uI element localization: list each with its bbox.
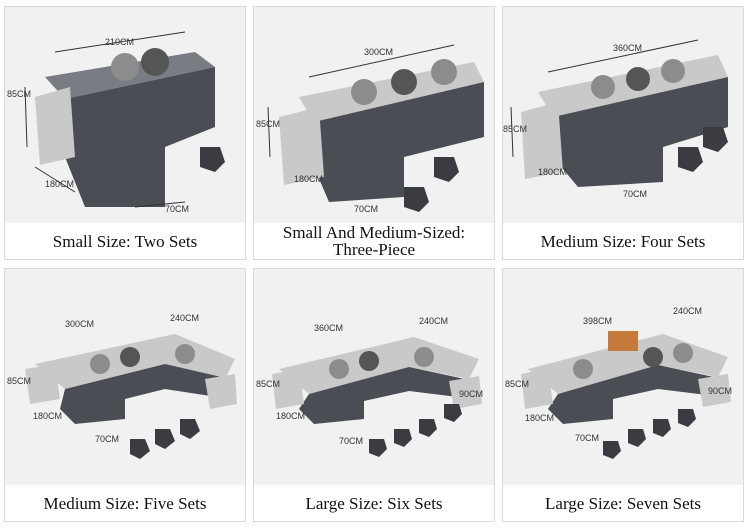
dim-width: 300CM (65, 319, 94, 329)
dim-depth: 180CM (45, 179, 74, 189)
dim-width: 210CM (105, 37, 134, 47)
dim-height: 85CM (505, 379, 529, 389)
dim-depth: 180CM (525, 413, 554, 423)
product-card-5[interactable]: 360CM 240CM 85CM 180CM 70CM 90CM Large S… (253, 268, 495, 522)
dim-end: 90CM (708, 386, 732, 396)
dim-depth: 180CM (33, 411, 62, 421)
dim-depth: 180CM (538, 167, 567, 177)
product-card-4[interactable]: 300CM 240CM 85CM 180CM 70CM Medium Size:… (4, 268, 246, 522)
product-card-3[interactable]: 360CM 85CM 180CM 70CM Medium Size: Four … (502, 6, 744, 260)
sofa-image-6: 398CM 240CM 85CM 180CM 70CM 90CM (503, 269, 743, 487)
sofa-image-3: 360CM 85CM 180CM 70CM (503, 7, 743, 225)
dim-depth: 180CM (276, 411, 305, 421)
product-caption: Small And Medium-Sized: Three-Piece (254, 223, 494, 259)
dim-width: 398CM (583, 316, 612, 326)
dim-side: 240CM (673, 306, 702, 316)
dim-end: 90CM (459, 389, 483, 399)
dim-width: 360CM (314, 323, 343, 333)
dim-height: 85CM (7, 89, 31, 99)
dim-height: 85CM (256, 379, 280, 389)
product-card-2[interactable]: 300CM 85CM 180CM 70CM Small And Medium-S… (253, 6, 495, 260)
dim-side: 240CM (170, 313, 199, 323)
sofa-image-1: 210CM 85CM 180CM 70CM (5, 7, 245, 225)
dim-width: 360CM (613, 43, 642, 53)
dim-height: 85CM (7, 376, 31, 386)
dim-chaise: 70CM (95, 434, 119, 444)
dim-height: 85CM (503, 124, 527, 134)
product-caption: Large Size: Six Sets (254, 485, 494, 521)
dim-chaise: 70CM (623, 189, 647, 199)
dim-side: 240CM (419, 316, 448, 326)
sofa-image-2: 300CM 85CM 180CM 70CM (254, 7, 494, 225)
product-card-1[interactable]: 210CM 85CM 180CM 70CM Small Size: Two Se… (4, 6, 246, 260)
dim-width: 300CM (364, 47, 393, 57)
dim-depth: 180CM (294, 174, 323, 184)
dim-chaise: 70CM (165, 204, 189, 214)
dim-height: 85CM (256, 119, 280, 129)
sofa-image-4: 300CM 240CM 85CM 180CM 70CM (5, 269, 245, 487)
product-caption: Large Size: Seven Sets (503, 485, 743, 521)
product-caption: Medium Size: Five Sets (5, 485, 245, 521)
product-caption: Medium Size: Four Sets (503, 223, 743, 259)
sofa-image-5: 360CM 240CM 85CM 180CM 70CM 90CM (254, 269, 494, 487)
dim-chaise: 70CM (354, 204, 378, 214)
product-card-6[interactable]: 398CM 240CM 85CM 180CM 70CM 90CM Large S… (502, 268, 744, 522)
product-caption: Small Size: Two Sets (5, 223, 245, 259)
dim-chaise: 70CM (575, 433, 599, 443)
dim-chaise: 70CM (339, 436, 363, 446)
